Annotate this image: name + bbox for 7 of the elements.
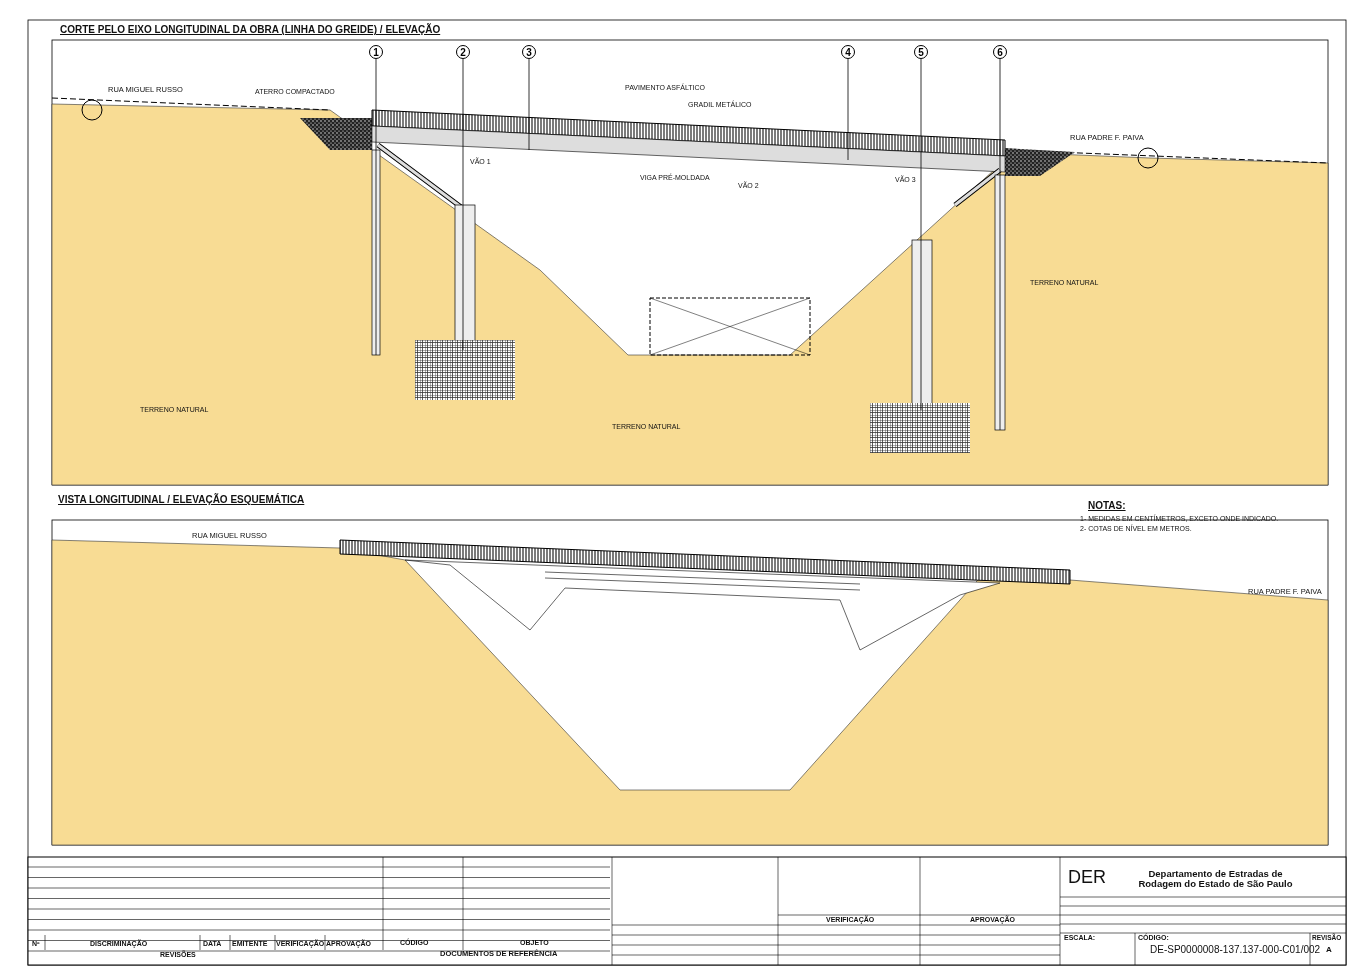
agency-name: Departamento de Estradas de Rodagem do Estado de São Paulo (1137, 869, 1294, 890)
notes-heading: NOTAS: (1088, 500, 1126, 511)
revision-letter: A (1326, 946, 1332, 955)
section-heading: CORTE PELO EIXO LONGITUDINAL DA OBRA (LINHA DO GREIDE) / ELEVAÇÃO (60, 24, 441, 35)
drawing-code: DE-SP0000008-137.137-000-C01/002 (1150, 944, 1321, 955)
section-heading: VISTA LONGITUDINAL / ELEVAÇÃO ESQUEMÁTICA (58, 494, 305, 505)
agency-acronym: DER (1068, 868, 1106, 888)
